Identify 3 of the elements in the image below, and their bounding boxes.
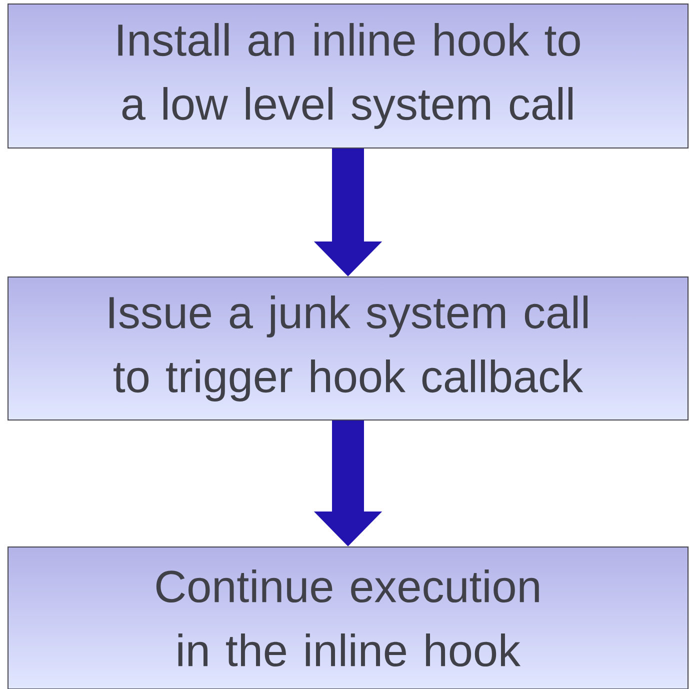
- process-box: Continue execution in the inline hook: [8, 546, 688, 689]
- process-box: Issue a junk system call to trigger hook callback: [8, 276, 688, 420]
- process-box: Install an inline hook to a low level system call: [8, 4, 688, 148]
